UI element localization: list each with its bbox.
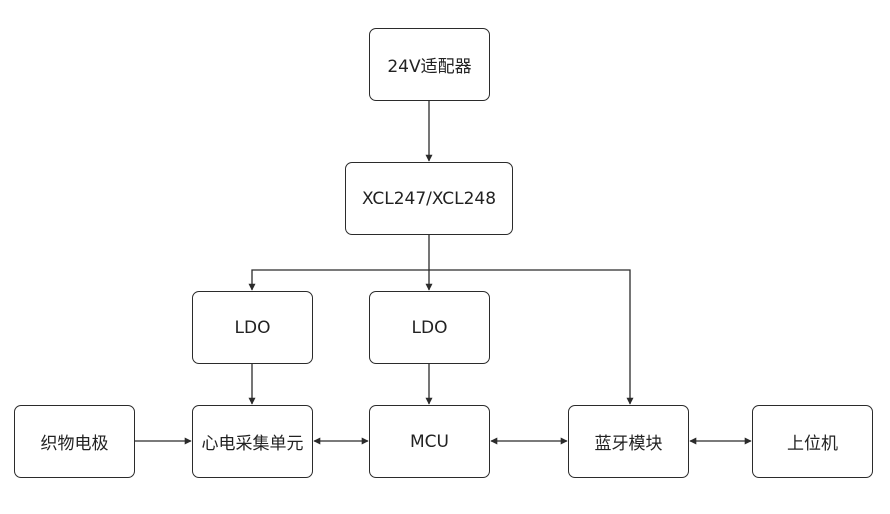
node-ldo-left: LDO (192, 291, 313, 364)
node-ecg-acquisition-label: 心电采集单元 (201, 434, 304, 454)
node-adapter: 24V适配器 (369, 28, 490, 101)
node-xcl-label: XCL247/XCL248 (361, 188, 497, 209)
edge-xcl-ldo1 (248, 269, 429, 291)
edge-xcl-bluetooth (429, 269, 634, 405)
node-bluetooth-module: 蓝牙模块 (568, 405, 689, 478)
node-host-computer: 上位机 (752, 405, 873, 478)
node-xcl-converter: XCL247/XCL248 (345, 162, 513, 235)
node-ldo-center-label: LDO (411, 317, 448, 338)
node-mcu-label: MCU (410, 431, 449, 452)
node-mcu: MCU (369, 405, 490, 478)
node-ecg-acquisition: 心电采集单元 (192, 405, 313, 478)
node-fabric-electrode-label: 织物电极 (40, 434, 109, 454)
node-fabric-electrode: 织物电极 (14, 405, 135, 478)
node-host-computer-label: 上位机 (787, 434, 838, 454)
node-ldo-center: LDO (369, 291, 490, 364)
node-adapter-label: 24V适配器 (387, 57, 472, 77)
node-bluetooth-module-label: 蓝牙模块 (594, 434, 663, 454)
node-ldo-left-label: LDO (234, 317, 271, 338)
